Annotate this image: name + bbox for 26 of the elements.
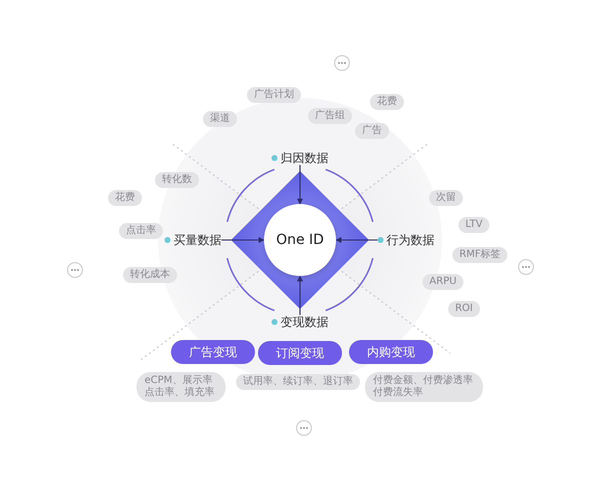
metric-tag: 渠道: [203, 111, 237, 127]
metric-tag: 广告: [355, 123, 389, 139]
metric-tag: 广告计划: [247, 87, 301, 103]
metric-tag: 付费金额、付费渗透率付费流失率: [365, 372, 483, 402]
data-label: 行为数据: [386, 233, 434, 247]
metric-tag: 转化成本: [123, 267, 177, 283]
metric-tag: 花费: [370, 94, 404, 110]
metric-tag: 点击率: [119, 223, 163, 239]
data-label: 变现数据: [280, 315, 328, 329]
metric-tag: 转化数: [155, 172, 199, 188]
arrow: [222, 237, 265, 243]
data-label: 买量数据: [174, 233, 222, 247]
category-tag: 内购变现: [349, 340, 433, 364]
category-tag: 广告变现: [171, 340, 255, 364]
metric-tag: 广告组: [308, 108, 352, 124]
metric-tag: ROI: [448, 301, 480, 317]
category-tag: 订阅变现: [258, 341, 342, 365]
metric-tag: RMF标签: [452, 247, 508, 263]
metric-tag: LTV: [458, 217, 490, 233]
arrow: [335, 237, 378, 243]
metric-tag: 次留: [429, 190, 463, 206]
metric-tag: 花费: [108, 190, 142, 206]
metric-tag: 试用率、续订率、退订率: [236, 374, 360, 390]
metric-tag: eCPM、展示率点击率、填充率: [136, 372, 226, 402]
metric-tag: ARPU: [422, 274, 464, 290]
data-label: 归因数据: [280, 151, 328, 165]
